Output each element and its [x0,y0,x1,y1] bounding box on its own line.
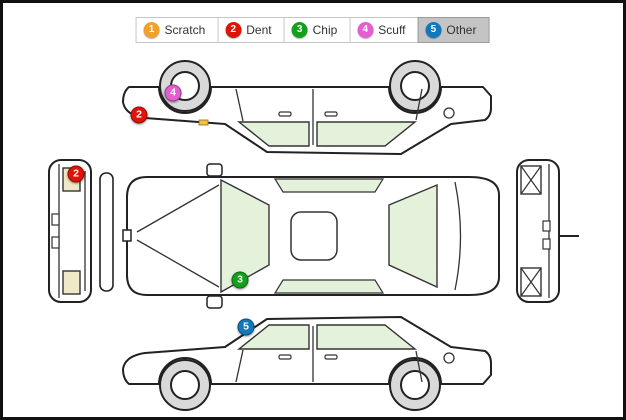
dent-marker-icon: 2 [225,22,242,38]
side-bottom-view[interactable] [122,316,492,411]
front-emblem [122,229,132,242]
scuff-marker-icon: 4 [357,22,374,38]
rear-window [388,183,438,289]
rear-view[interactable] [516,159,579,303]
damage-marker-other[interactable]: 5 [237,318,255,336]
legend-label-scratch: Scratch [164,23,206,37]
side-indicator [198,119,209,126]
side-glass-left [273,178,385,193]
damage-marker-dent[interactable]: 2 [130,106,148,124]
chip-marker-icon: 3 [291,22,308,38]
front-view[interactable] [48,159,114,303]
legend-item-dent[interactable]: 2 Dent [217,17,285,43]
damage-marker-chip[interactable]: 3 [231,271,249,289]
scratch-marker-icon: 1 [143,22,160,38]
damage-marker-scuff[interactable]: 4 [164,84,182,102]
headlight-right [62,270,81,295]
legend-label-chip: Chip [312,23,338,37]
vehicle-diagram[interactable] [3,3,626,420]
legend-item-chip[interactable]: 3 Chip [283,17,351,43]
mirror-left [206,163,223,177]
damage-marker-dent[interactable]: 2 [67,165,85,183]
sunroof [290,211,338,261]
windshield [220,178,270,294]
legend-item-scuff[interactable]: 4 Scuff [349,17,419,43]
legend-item-scratch[interactable]: 1 Scratch [135,17,219,43]
legend-label-other: Other [446,23,477,37]
legend-label-scuff: Scuff [378,23,406,37]
legend-item-other[interactable]: 5 Other [417,17,490,43]
mirror-right [206,295,223,309]
side-glass-right [273,279,385,294]
other-marker-icon: 5 [425,22,442,38]
rocker-strip[interactable] [99,172,114,292]
side-top-view[interactable] [122,60,492,155]
damage-legend: 1 Scratch 2 Dent 3 Chip 4 Scuff 5 Other [135,17,490,43]
legend-label-dent: Dent [246,23,272,37]
plan-view[interactable] [122,163,500,309]
